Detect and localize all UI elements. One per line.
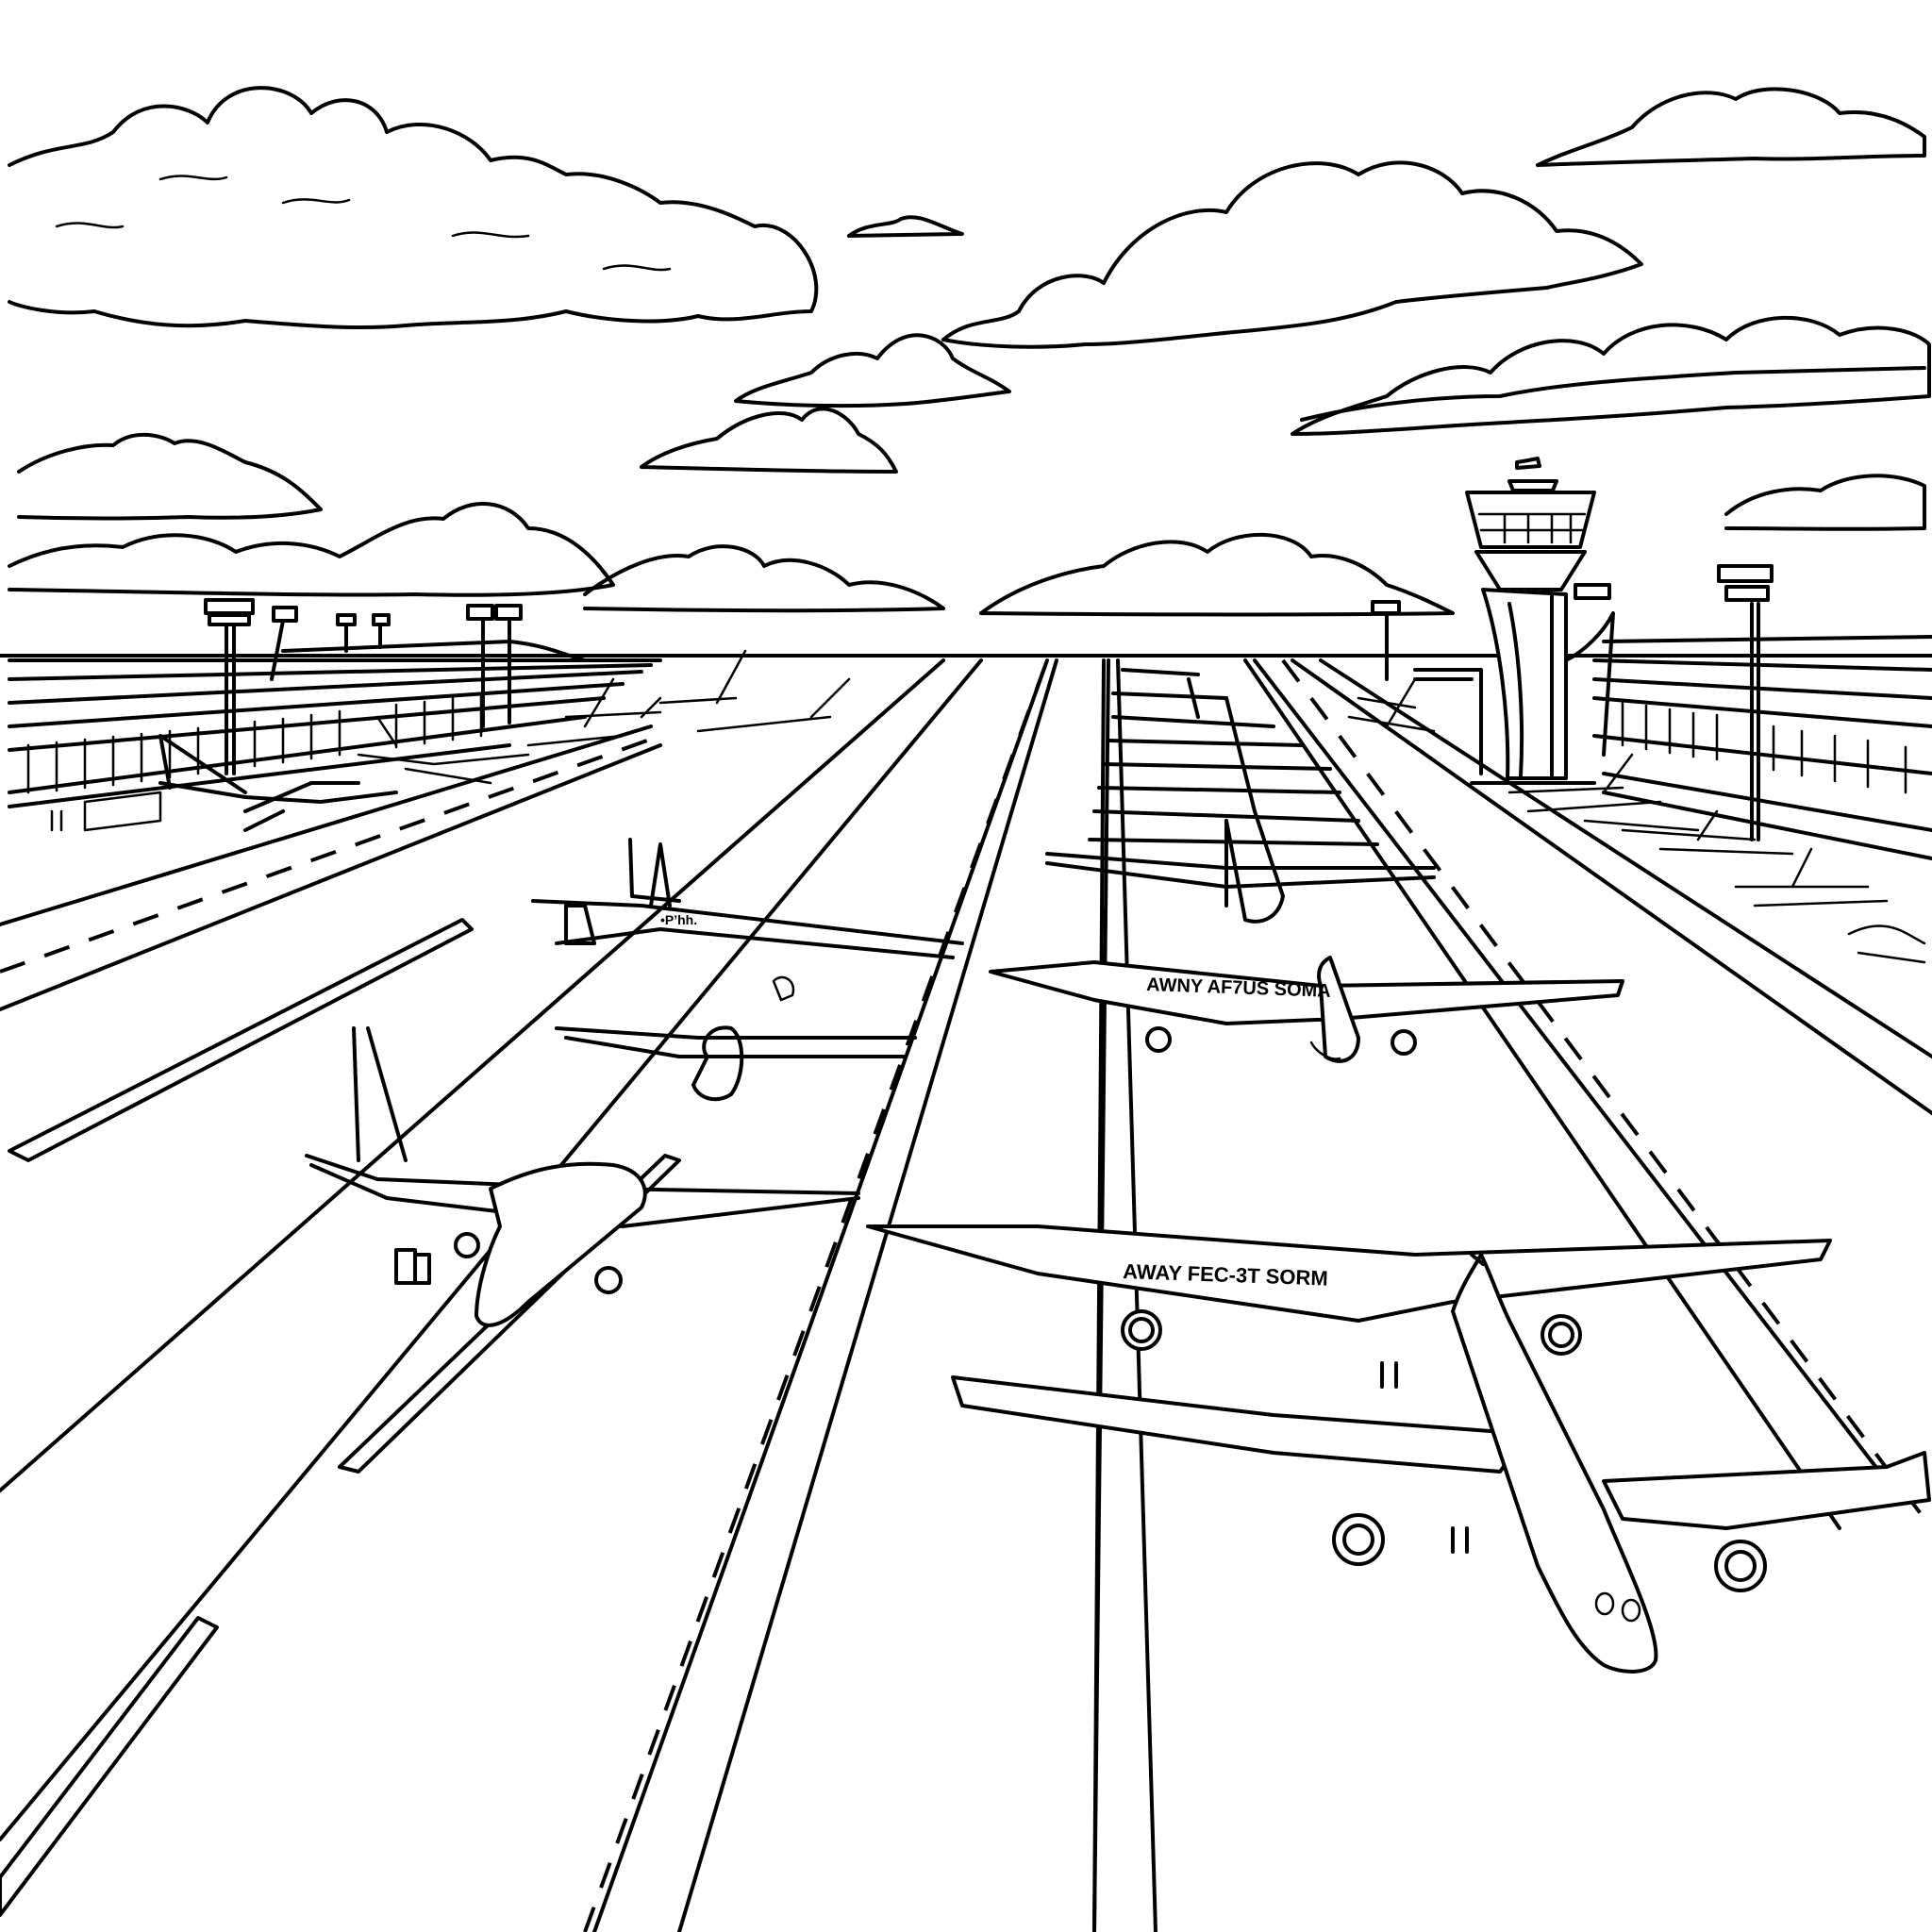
foreground-plane-front-left-wing	[951, 1375, 1530, 1474]
cloud-left-mid	[17, 432, 323, 521]
center-row-planes	[1045, 668, 1436, 924]
cloud-horizon-right	[979, 532, 1455, 617]
cloud-right-strip	[1300, 366, 1926, 422]
light-mast-head	[272, 606, 298, 623]
cloud-right-lower	[1724, 474, 1926, 531]
left-row-planes: •P’hh.	[305, 838, 964, 1327]
landing-gear	[1451, 1526, 1469, 1554]
cloud-mid-right	[1291, 315, 1931, 436]
baggage-cart	[50, 791, 162, 832]
foreground-plane-back-wing	[866, 1224, 1832, 1323]
taxiing-plane[interactable]	[555, 1025, 917, 1102]
right-terminal	[1413, 635, 1932, 860]
cloud-top-right-large	[941, 160, 1643, 349]
foreground-plane-front-right-wing	[1602, 1451, 1931, 1530]
cloud-top-right-far	[1536, 87, 1926, 167]
tower-shaft	[1481, 588, 1568, 780]
right-apron-planes	[1347, 677, 1926, 964]
landing-gear	[1380, 1361, 1398, 1389]
cloud-top-center-small	[847, 215, 964, 238]
cockpit-window	[1594, 1591, 1615, 1616]
engine-icon	[1342, 1524, 1374, 1556]
tail-fin	[1470, 1253, 1485, 1266]
runway-marker-left	[8, 918, 474, 1162]
foreground-plane-back[interactable]: AWAY FEC-3T SORM	[866, 1224, 1832, 1389]
light-mast-head	[208, 613, 251, 626]
luggage-icon	[394, 1248, 431, 1285]
tower-base-cone	[1474, 550, 1587, 591]
right-light-masts	[1371, 564, 1774, 841]
engine-icon	[1145, 1026, 1172, 1053]
foreground-plane-front-fuselage	[1451, 1253, 1658, 1674]
tower-windows	[1477, 512, 1587, 544]
light-mast-head	[204, 598, 255, 615]
clouds	[8, 86, 1931, 617]
runway-marker-foreground	[0, 1616, 219, 1917]
engine-icon	[1548, 1322, 1574, 1348]
taxiing-plane[interactable]	[531, 838, 964, 959]
cloud-left-horizon	[8, 502, 615, 597]
left-terminal-roof	[281, 640, 587, 662]
cloud-top-left	[8, 86, 819, 330]
engine-icon	[1724, 1550, 1757, 1582]
cockpit-window	[1621, 1598, 1641, 1623]
engine-icon	[1128, 1317, 1155, 1343]
cloud-mid-center	[734, 333, 1011, 408]
engine-icon	[1391, 1029, 1417, 1056]
left-apron-planes	[50, 649, 851, 832]
left-terminal	[8, 640, 662, 808]
runways	[0, 658, 1932, 1932]
light-mast-head	[494, 604, 523, 621]
light-mast-head	[466, 604, 494, 621]
tower-cab-roof	[1507, 479, 1558, 492]
midground-plane-fuselage	[1317, 956, 1360, 1063]
taxiing-plane-fuselage[interactable]	[475, 1161, 647, 1327]
engine-icon	[454, 1232, 480, 1258]
tower-support-fin	[1564, 611, 1615, 757]
taxiing-plane-livery: •P’hh.	[660, 912, 697, 927]
foreground-plane-front[interactable]	[951, 1253, 1931, 1674]
tower-antenna	[1515, 457, 1541, 470]
left-light-masts	[204, 598, 523, 775]
tower-shaft-inner	[1507, 594, 1554, 777]
engine-icon	[594, 1266, 623, 1294]
cloud-top-left-detail	[55, 175, 672, 272]
cloud-mid-center-2	[640, 407, 898, 474]
midground-plane[interactable]: AWNY AF7US SOMA	[989, 956, 1624, 1063]
tower-cab	[1465, 491, 1596, 549]
midground-plane-wing	[989, 960, 1624, 1025]
cloud-horizon-center	[583, 544, 945, 613]
control-tower[interactable]	[1465, 457, 1615, 785]
